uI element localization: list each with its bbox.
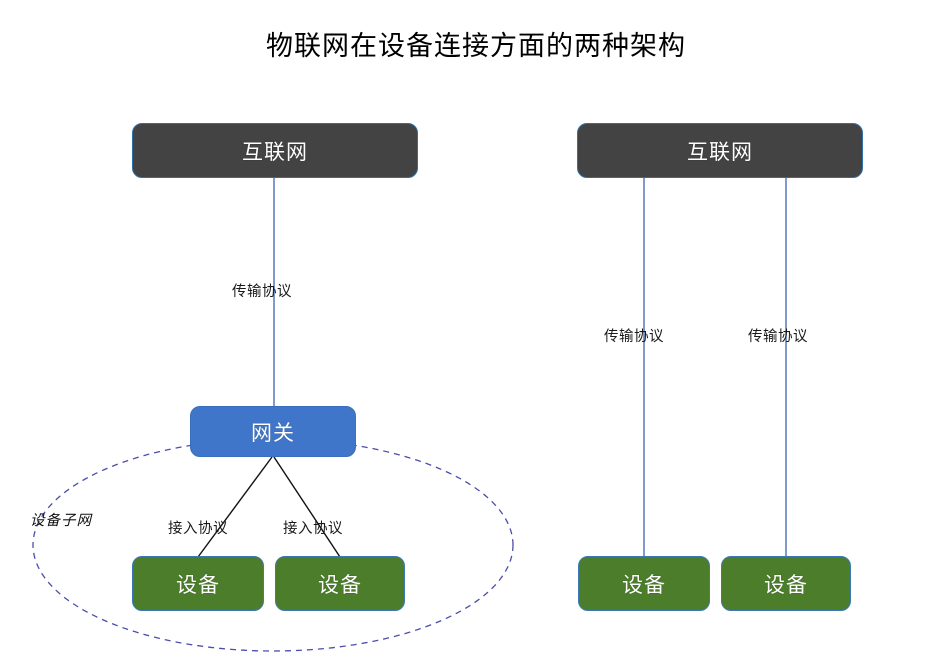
edge-gateway-to-device-left [197,456,273,558]
node-gateway-label: 网关 [251,421,295,445]
node-internet-left-label: 互联网 [242,140,308,164]
node-internet-right-label: 互联网 [687,140,753,164]
node-device-right-gateway-arch[interactable]: 设备 [275,556,405,611]
node-device-left-direct-arch[interactable]: 设备 [578,556,710,611]
edge-label-internet-to-gateway: 传输协议 [232,284,292,300]
edge-label-gateway-to-device-right: 接入协议 [283,521,343,537]
node-gateway[interactable]: 网关 [190,406,356,457]
device-subnet-label: 设备子网 [30,513,92,529]
node-device-right-direct-arch-label: 设备 [764,573,808,597]
page-title: 物联网在设备连接方面的两种架构 [266,31,686,61]
node-internet-left[interactable]: 互联网 [132,123,418,178]
node-device-left-direct-arch-label: 设备 [622,573,666,597]
edge-gateway-to-device-right [273,456,341,558]
node-device-left-gateway-arch[interactable]: 设备 [132,556,264,611]
node-device-right-gateway-arch-label: 设备 [318,573,362,597]
device-subnet-ellipse [32,438,514,652]
node-device-left-gateway-arch-label: 设备 [176,573,220,597]
edge-label-gateway-to-device-left: 接入协议 [168,521,228,537]
node-internet-right[interactable]: 互联网 [577,123,863,178]
edge-label-internet-to-device-right-direct: 传输协议 [748,329,808,345]
edge-label-internet-to-device-left-direct: 传输协议 [604,329,664,345]
node-device-right-direct-arch[interactable]: 设备 [721,556,851,611]
